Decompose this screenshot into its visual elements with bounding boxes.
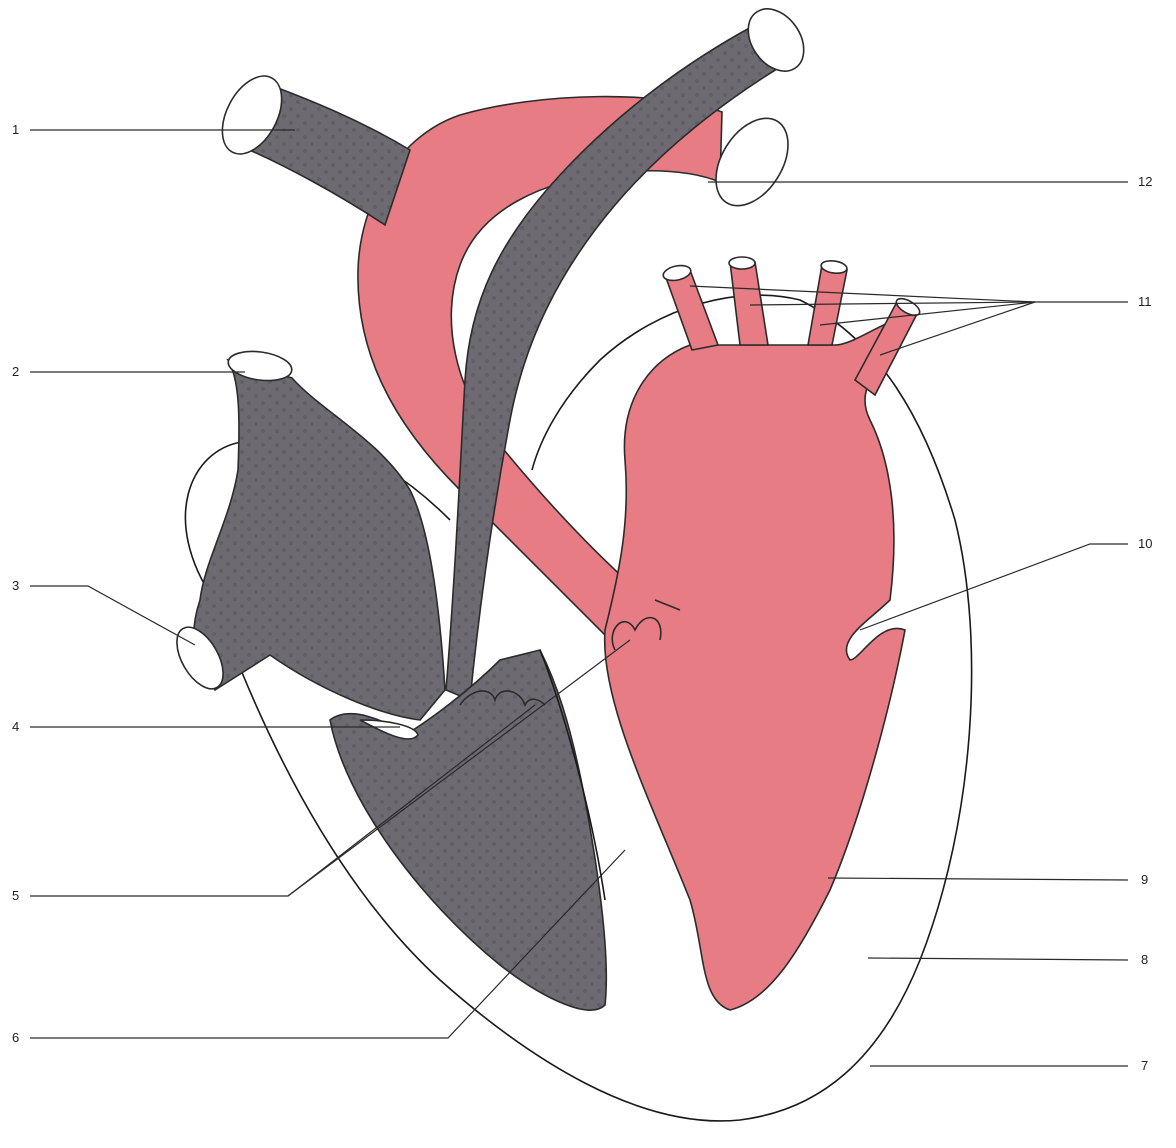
label-7: 7 [1141,1058,1148,1073]
label-3: 3 [12,578,19,593]
leader-9 [828,878,1128,880]
label-2: 2 [12,364,19,379]
label-1: 1 [12,122,19,137]
label-6: 6 [12,1030,19,1045]
pulmonary-vein-3 [808,265,847,345]
leader-8 [868,958,1128,960]
leader-11c [750,302,1035,305]
leader-3 [30,586,195,645]
pulmonary-vein-2 [730,262,768,345]
label-9: 9 [1141,872,1148,887]
label-10: 10 [1138,536,1152,551]
label-4: 4 [12,719,19,734]
label-8: 8 [1141,952,1148,967]
label-11: 11 [1138,294,1152,309]
leader-10 [860,544,1128,630]
label-5: 5 [12,888,19,903]
pulmonary-vein-2-opening [729,257,755,269]
left-heart [605,320,905,1010]
label-12: 12 [1138,174,1152,189]
pulmonary-vein-1 [665,270,718,350]
